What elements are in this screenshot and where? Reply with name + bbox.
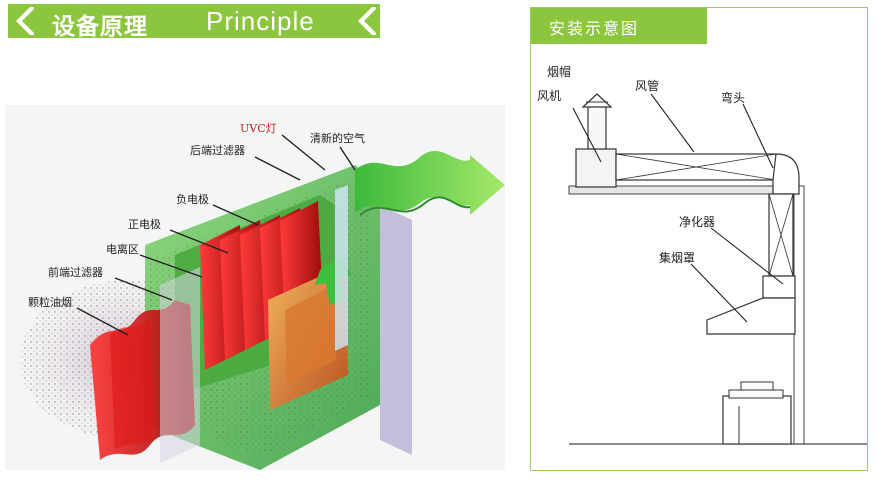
label-rear-filter: 后端过滤器 (190, 144, 245, 157)
label-elbow: 弯头 (721, 90, 745, 105)
chevron-left-icon (358, 7, 376, 35)
principle-title-cn: 设备原理 (52, 14, 148, 40)
principle-title-en: Principle (206, 6, 315, 36)
label-hood-cap: 烟帽 (547, 64, 571, 79)
installation-title: 安装示意图 (549, 19, 640, 38)
principle-header-banner: 设备原理 Principle (8, 4, 380, 40)
hood-cap (581, 93, 613, 108)
installation-diagram: 烟帽 风机 风管 弯头 净化器 集烟罩 (537, 64, 867, 445)
fresh-air-arrows (355, 150, 505, 216)
label-smoke-hood: 集烟罩 (659, 250, 695, 265)
label-positive-electrode: 正电极 (128, 217, 161, 231)
installation-panel: 安装示意图 (530, 7, 868, 471)
label-fan: 风机 (537, 89, 561, 103)
stove-top (728, 389, 784, 399)
label-duct: 风管 (635, 78, 659, 93)
install-callout-lines (572, 93, 784, 323)
label-ionization-zone: 电离区 (106, 242, 139, 256)
rear-filter-panel (380, 205, 412, 455)
installation-header-tab: 安装示意图 (531, 8, 707, 44)
smoke-hood (706, 297, 796, 335)
label-purifier: 净化器 (679, 215, 715, 229)
label-fresh-air: 清新的空气 (310, 131, 365, 145)
wok (740, 381, 774, 391)
elbow-joint (772, 153, 800, 195)
uvc-lamp-panel (335, 185, 348, 351)
purifier-principle-illustration: UVC灯 清新的空气 后端过滤器 负电极 正电极 电离区 前端过滤器 颗粒油烟 (5, 105, 505, 470)
label-negative-electrode: 负电极 (176, 192, 209, 206)
stove-base (722, 395, 792, 445)
label-front-filter: 前端过滤器 (48, 265, 103, 279)
callout-lines (76, 134, 356, 336)
label-oil-smoke: 颗粒油烟 (28, 295, 72, 309)
front-filter-panel (160, 267, 200, 463)
chevron-left-icon (16, 7, 34, 35)
fan-unit (575, 148, 617, 188)
label-uvc-lamp: UVC灯 (240, 122, 277, 135)
purifier-unit (762, 275, 796, 299)
